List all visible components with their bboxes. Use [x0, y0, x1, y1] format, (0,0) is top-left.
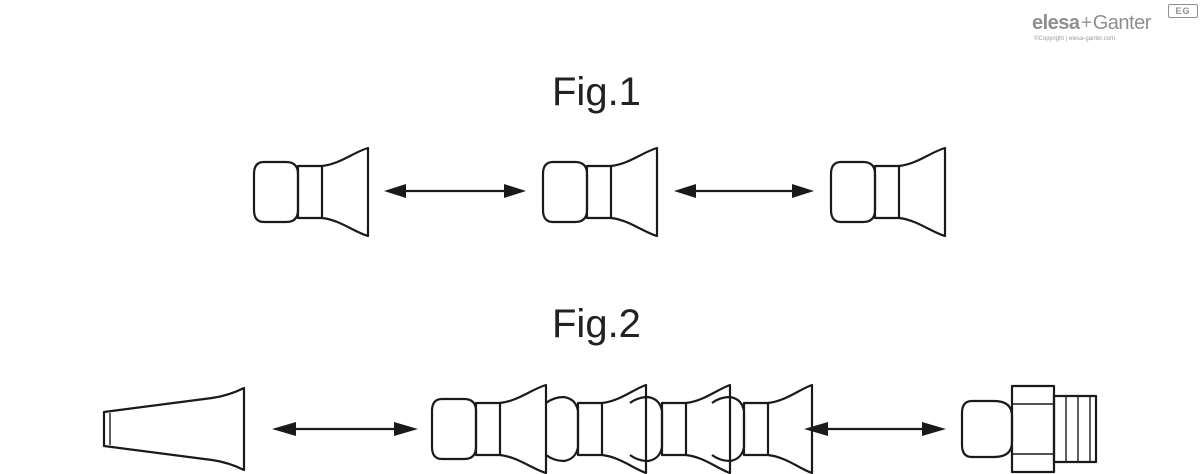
- fig1-segment-1: [252, 146, 370, 238]
- logo-brand-left: elesa: [1032, 12, 1080, 34]
- logo-copyright: ©Copyright | elesa-ganter.com: [1034, 36, 1116, 42]
- fig2-segment-chain: [430, 383, 814, 474]
- logo-badge: EG: [1168, 4, 1198, 18]
- fig2-connector-fitting: [960, 384, 1098, 474]
- fig1-segment-3: [829, 146, 947, 238]
- fig2-arrow-2: [804, 422, 946, 436]
- logo-brand-right: Ganter: [1092, 12, 1152, 34]
- elesa-ganter-logo: elesa+Ganter EG ©Copyright | elesa-gante…: [1032, 4, 1198, 48]
- fig2-title: Fig.2: [552, 302, 641, 346]
- logo-wordmark: elesa+Ganter: [1032, 12, 1151, 35]
- fig1-arrow-1: [384, 184, 526, 198]
- fig1-title: Fig.1: [552, 70, 641, 114]
- fig2-arrow-1: [272, 422, 418, 436]
- logo-plus: +: [1080, 12, 1093, 34]
- fig1-arrow-2: [674, 184, 814, 198]
- fig2-nozzle: [102, 386, 246, 472]
- fig1-segment-2: [541, 146, 659, 238]
